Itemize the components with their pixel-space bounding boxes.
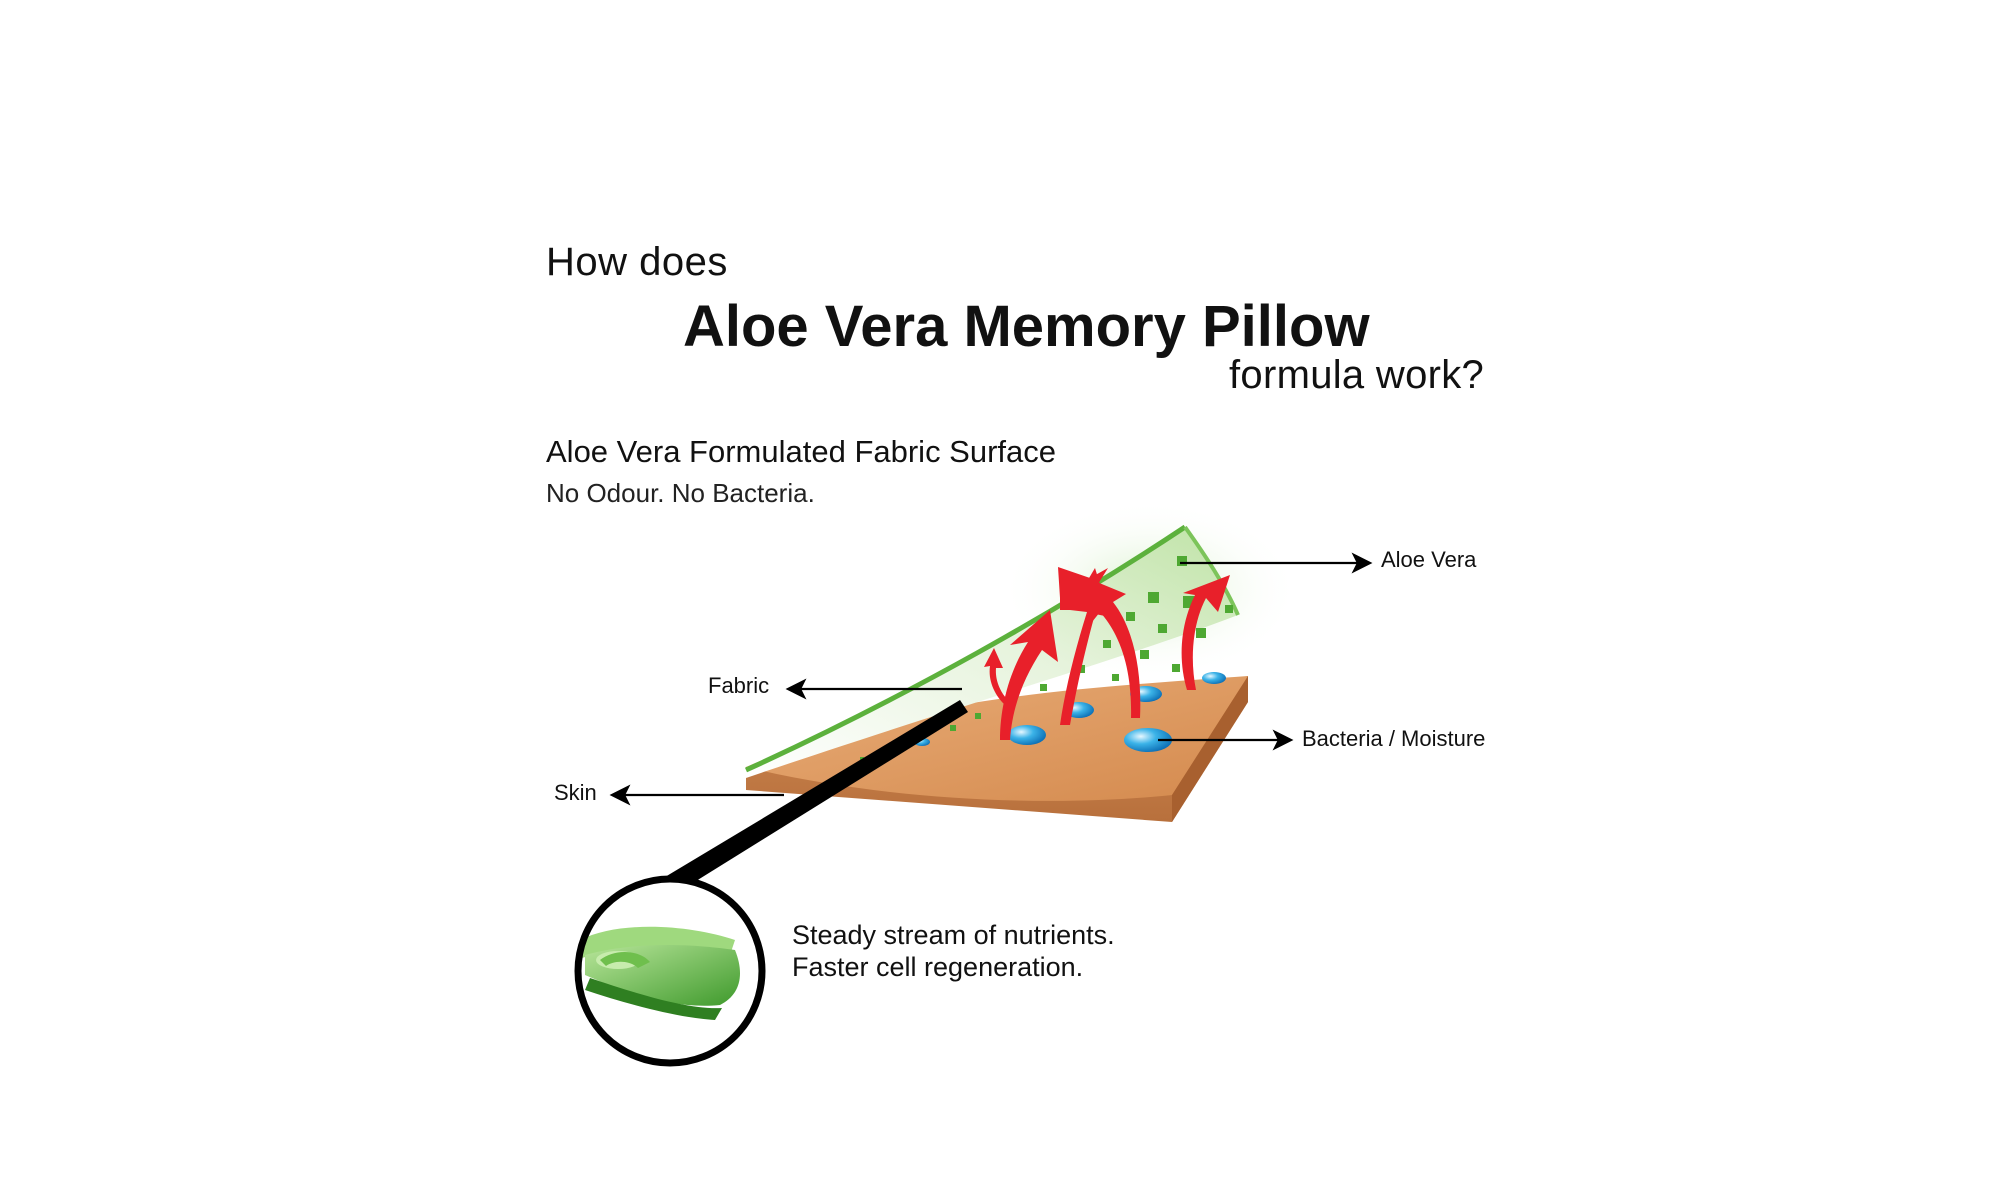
label-skin: Skin (554, 780, 597, 805)
label-bacteria-moisture: Bacteria / Moisture (1302, 726, 1486, 751)
section-tagline: No Odour. No Bacteria. (546, 478, 815, 508)
evaporation-arrows (984, 567, 1230, 740)
aloe-leaf-icon (580, 926, 740, 1020)
magnifier-cone (660, 700, 968, 886)
label-fabric: Fabric (708, 673, 770, 698)
heading-line-3: formula work? (1229, 353, 1485, 397)
callout-arrows (609, 552, 1373, 806)
heading-product-name: Aloe Vera Memory Pillow (683, 294, 1370, 359)
section-title: Aloe Vera Formulated Fabric Surface (546, 434, 1057, 469)
benefit-line-2: Faster cell regeneration. (792, 952, 1084, 982)
aloe-leaf-lens (574, 875, 766, 1067)
heading-line-1: How does (546, 240, 728, 284)
benefit-line-1: Steady stream of nutrients. (792, 920, 1115, 950)
label-aloe-vera: Aloe Vera (1381, 547, 1477, 572)
